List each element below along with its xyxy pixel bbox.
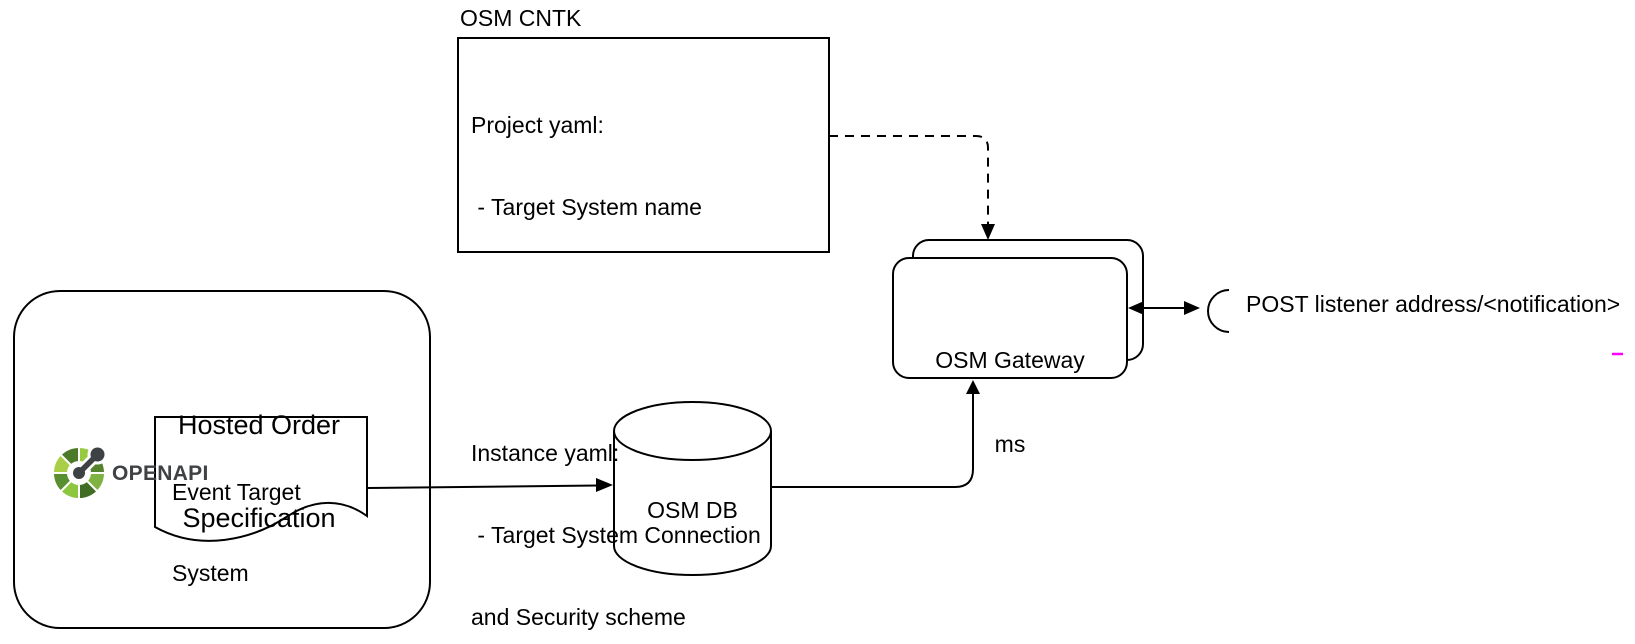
cntk-config-line [471, 357, 761, 385]
cntk-config-text: Project yaml: - Target System name Insta… [471, 57, 761, 644]
event-document-shape [154, 416, 368, 542]
gateway-listener-double-arrow [1128, 301, 1200, 315]
cntk-config-box [457, 37, 830, 253]
cntk-config-line: - Target System Connection [471, 522, 761, 548]
event-document-label: Event Target System [172, 425, 301, 641]
cntk-config-line: and Security scheme [471, 604, 686, 630]
post-listener-label: POST listener address/<notification> [1246, 291, 1621, 317]
hosted-order-title: Hosted Order Specification [99, 348, 419, 596]
cntk-config-line: Project yaml: [471, 112, 604, 138]
hosted-order-title-line1: Hosted Order [177, 410, 341, 440]
cntk-to-gateway-dashed-arrow [829, 135, 995, 240]
document-to-db-arrow [366, 478, 613, 492]
gateway-label: OSM Gateway ms [900, 290, 1120, 514]
db-to-gateway-arrow [771, 380, 980, 488]
osm-db-label: OSM DB [647, 497, 738, 523]
cntk-config-line [471, 275, 761, 303]
hosted-order-title-line2: Specification [182, 503, 336, 533]
cntk-config-line: Instance yaml: [471, 440, 620, 466]
gateway-box-front [892, 257, 1128, 379]
event-document-label-line1: Event Target [172, 479, 301, 505]
gateway-label-line2: ms [994, 431, 1026, 457]
cntk-group-label: OSM CNTK [460, 5, 582, 31]
gateway-label-line1: OSM Gateway [935, 347, 1085, 373]
required-interface-socket-icon [1207, 289, 1230, 333]
cntk-config-line: - Target System name [471, 194, 702, 220]
osm-db-cylinder [613, 401, 772, 576]
event-document-label-line2: System [172, 560, 249, 586]
openapi-logo-text: OPENAPI [112, 462, 209, 485]
openapi-logo-icon [51, 444, 108, 501]
